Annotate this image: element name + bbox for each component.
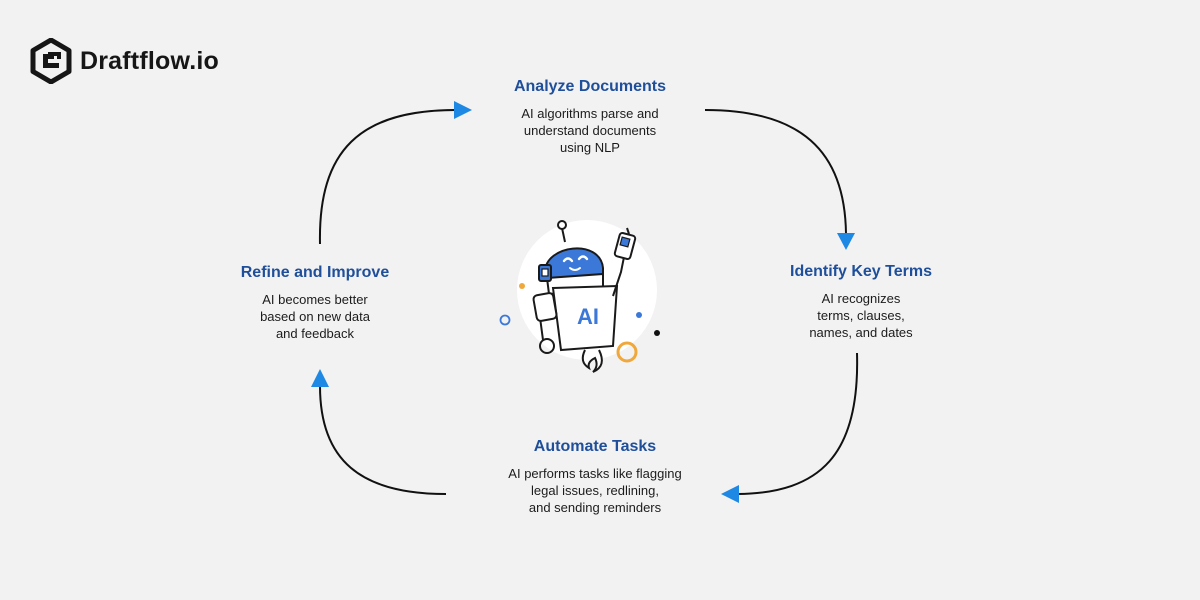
arrow-refine-to-analyze (318, 109, 457, 245)
step-desc-line: understand documents (523, 123, 657, 138)
draftflow-logo-icon (30, 38, 72, 84)
step-desc-line: legal issues, redlining, (531, 483, 659, 498)
robot-body (551, 284, 619, 352)
dot-blue-icon (636, 312, 642, 318)
dot-orange-icon (519, 283, 525, 289)
step-identify-key-terms: Identify Key Terms AI recognizes terms, … (731, 263, 991, 341)
arrow-head-up-icon (311, 369, 329, 387)
step-automate-tasks: Automate Tasks AI performs tasks like fl… (465, 438, 725, 516)
step-desc-line: terms, clauses, (817, 308, 905, 323)
step-desc-line: AI performs tasks like flagging (508, 466, 682, 481)
step-desc-line: using NLP (560, 140, 620, 155)
step-analyze-documents: Analyze Documents AI algorithms parse an… (460, 78, 720, 156)
step-description: AI becomes better based on new data and … (185, 291, 445, 342)
arrow-automate-to-refine (319, 385, 447, 495)
brand-logo[interactable]: Draftflow.io (30, 38, 219, 84)
step-refine-and-improve: Refine and Improve AI becomes better bas… (185, 264, 445, 342)
step-desc-line: based on new data (260, 309, 370, 324)
arrow-head-down-icon (837, 233, 855, 250)
step-desc-line: and sending reminders (528, 500, 662, 515)
step-description: AI algorithms parse and understand docum… (460, 105, 720, 156)
arrow-identify-to-automate (737, 352, 859, 495)
ai-robot-illustration: AI (499, 220, 660, 373)
ring-blue-icon (499, 314, 511, 326)
step-desc-line: AI recognizes (821, 291, 901, 306)
dot-dark-icon (654, 330, 660, 336)
arrow-analyze-to-identify (704, 109, 847, 235)
brand-name: Draftflow.io (80, 46, 219, 75)
step-title: Refine and Improve (240, 264, 390, 281)
step-desc-line: AI becomes better (262, 292, 368, 307)
step-title: Identify Key Terms (790, 263, 932, 280)
robot-ai-label: AI (577, 304, 599, 329)
step-desc-line: AI algorithms parse and (521, 106, 659, 121)
step-title: Automate Tasks (533, 438, 657, 455)
ring-orange-icon (616, 341, 638, 363)
step-description: AI performs tasks like flagging legal is… (465, 465, 725, 516)
arrow-head-right-icon (454, 101, 472, 119)
step-desc-line: and feedback (275, 326, 355, 341)
step-title: Analyze Documents (513, 78, 667, 95)
arrow-head-left-icon (721, 485, 739, 503)
step-desc-line: names, and dates (809, 325, 913, 340)
step-description: AI recognizes terms, clauses, names, and… (731, 290, 991, 341)
robot-head (544, 247, 604, 282)
